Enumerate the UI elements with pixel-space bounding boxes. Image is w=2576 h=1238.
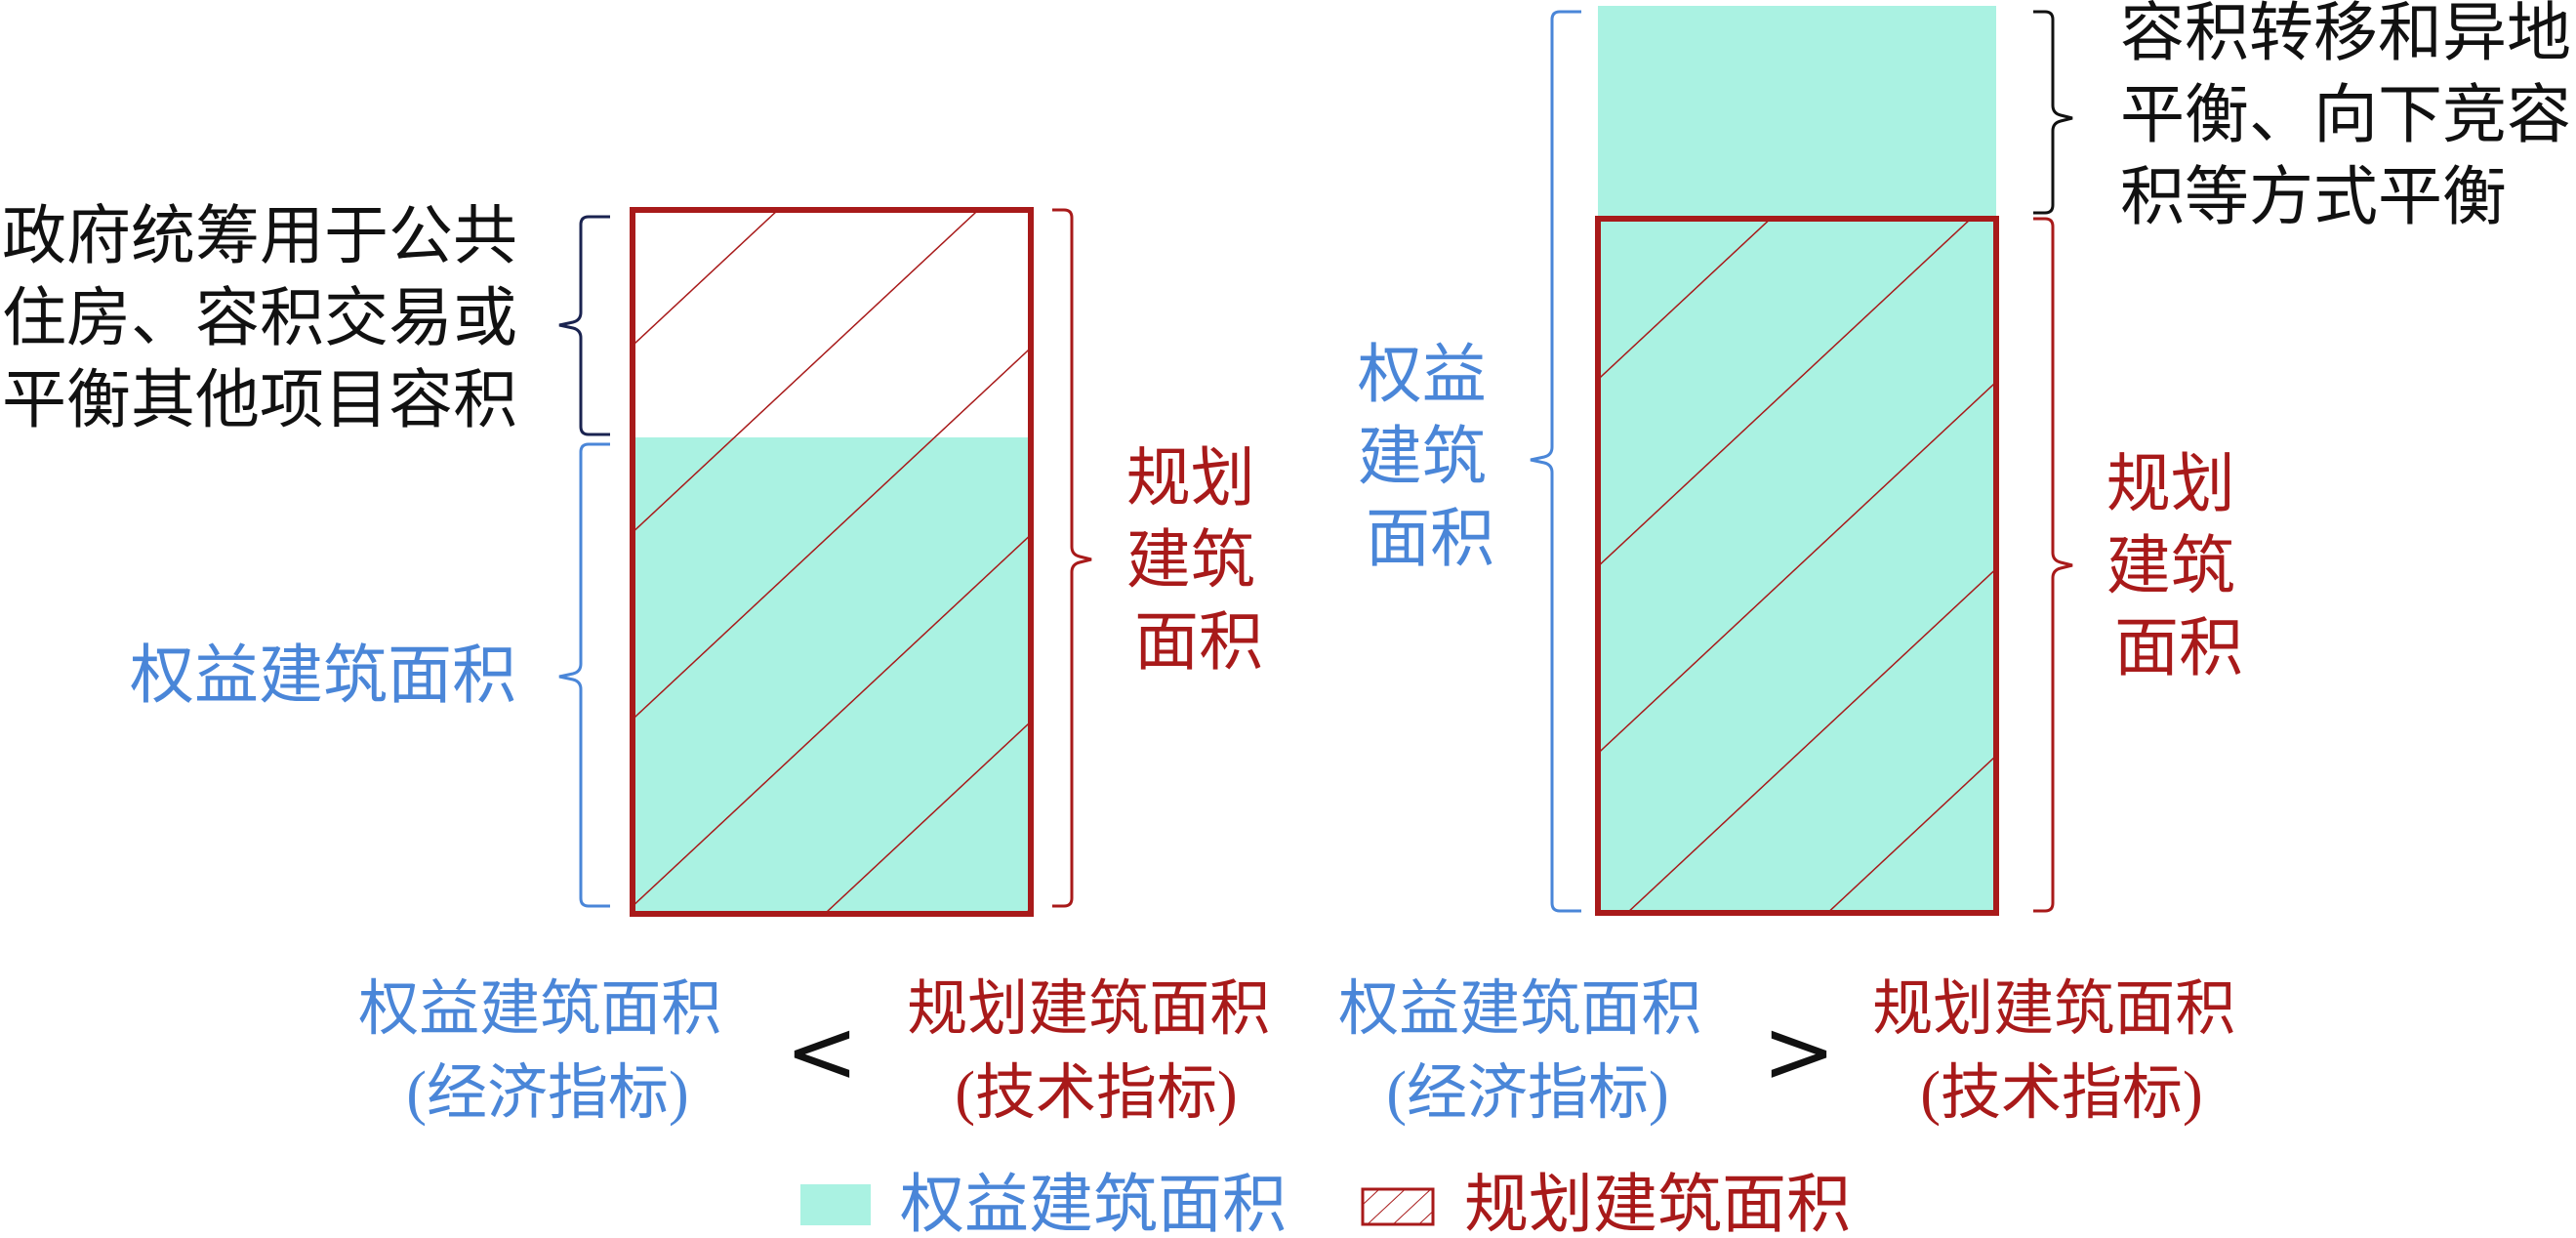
compare-greater-than: > (1762, 1001, 1835, 1103)
compare-right-rights: 权益建筑面积 (经济指标) (1338, 976, 1717, 1127)
compare-left-rights: 权益建筑面积 (经济指标) (358, 976, 737, 1127)
right-note-text: 容积转移和异地 平衡、向下竞容 积等方式平衡 (2120, 0, 2576, 233)
legend-planned-swatch (1361, 1187, 1435, 1226)
left-note-text: 政府统筹用于公共 住房、容积交易或 平衡其他项目容积 (2, 201, 534, 436)
right-bar (1595, 6, 1999, 916)
legend-planned-label: 规划建筑面积 (1464, 1170, 1851, 1238)
compare-left-planned: 规划建筑面积 (技术指标) (907, 976, 1286, 1127)
right-planned-label: 规划 建筑 面积 (2106, 449, 2252, 684)
right-planned-outline (1595, 216, 1999, 916)
left-rights-label: 权益建筑面积 (130, 640, 516, 712)
right-rights-label: 权益 建筑 面积 (1358, 340, 1503, 575)
left-rights-brace (558, 442, 610, 908)
left-planned-outline (630, 207, 1034, 917)
legend-rights-swatch (800, 1184, 871, 1225)
left-planned-hatch (633, 210, 1031, 914)
right-note-brace (2033, 10, 2073, 215)
legend-rights-label: 权益建筑面积 (900, 1170, 1287, 1238)
compare-right-planned: 规划建筑面积 (技术指标) (1872, 976, 2251, 1127)
legend: 权益建筑面积 规划建筑面积 (800, 1170, 1851, 1238)
right-rights-brace (1530, 10, 1581, 913)
right-planned-brace (2033, 217, 2073, 913)
left-note-brace (558, 215, 610, 436)
right-planned-hatch (1598, 219, 1996, 913)
left-planned-label: 规划 建筑 面积 (1126, 443, 1272, 679)
left-planned-brace (1052, 208, 1092, 908)
compare-less-than: < (785, 1001, 858, 1103)
left-bar (630, 207, 1034, 917)
